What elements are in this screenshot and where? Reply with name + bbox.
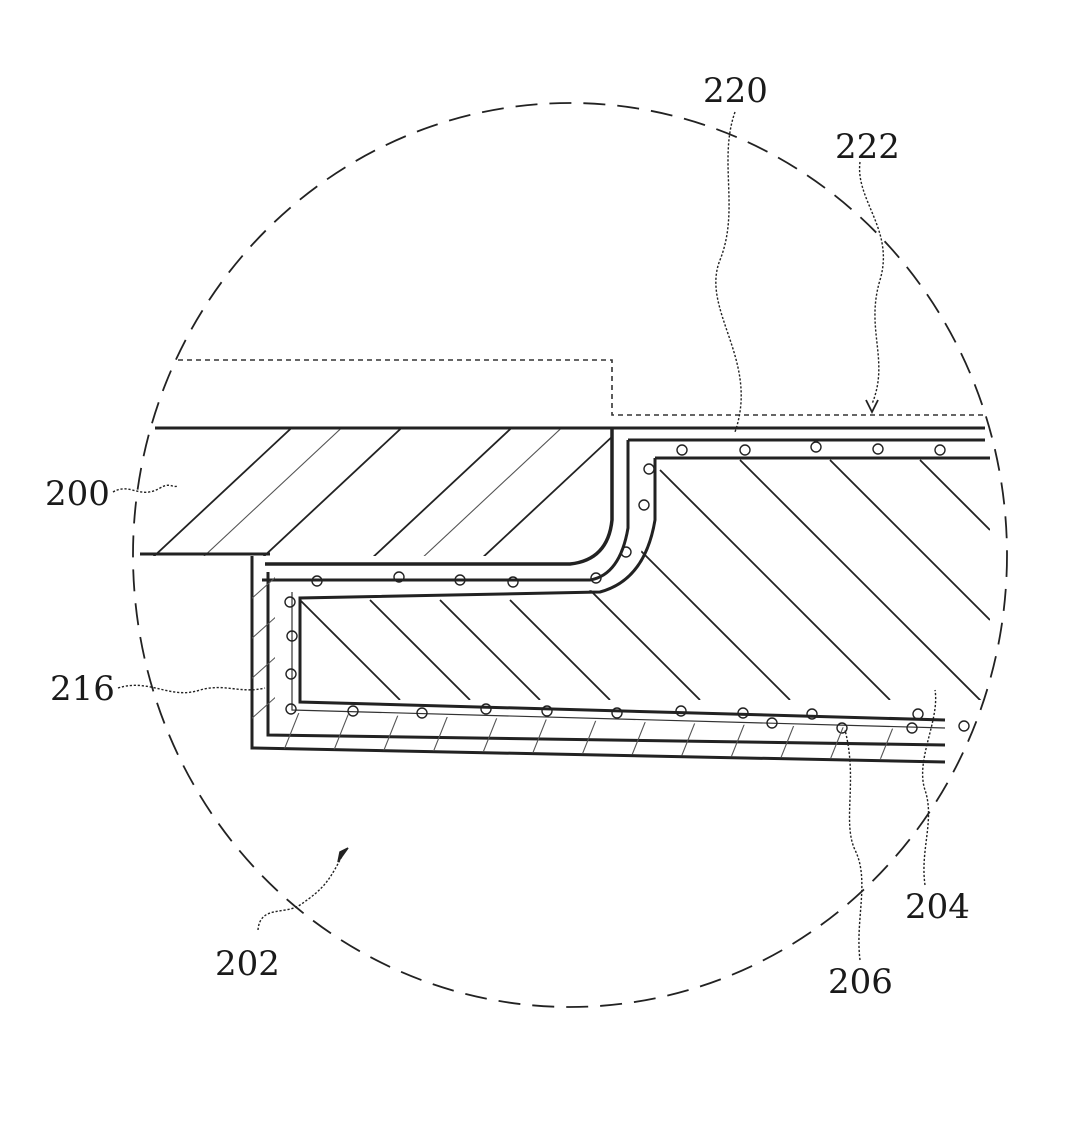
raised-component-outline (178, 360, 985, 415)
arrow-head-222 (866, 400, 878, 412)
shell-216 (250, 556, 945, 762)
leader-200 (113, 485, 178, 492)
leader-216 (118, 685, 265, 692)
leader-202 (258, 850, 345, 930)
ref-216-label: 216 (50, 669, 115, 709)
ref-202-label: 202 (215, 944, 280, 984)
ref-220-label: 220 (703, 71, 768, 111)
ref-206-label: 206 (828, 962, 893, 1002)
coating-inner-step (262, 440, 628, 580)
leader-220 (716, 112, 741, 432)
ref-200-label: 200 (45, 474, 110, 514)
arrow-head-202 (338, 848, 348, 862)
part-204 (292, 458, 990, 728)
leader-206 (845, 730, 862, 960)
ref-204-label: 204 (905, 887, 970, 927)
ref-222-label: 222 (835, 127, 900, 167)
leader-222 (860, 162, 884, 404)
